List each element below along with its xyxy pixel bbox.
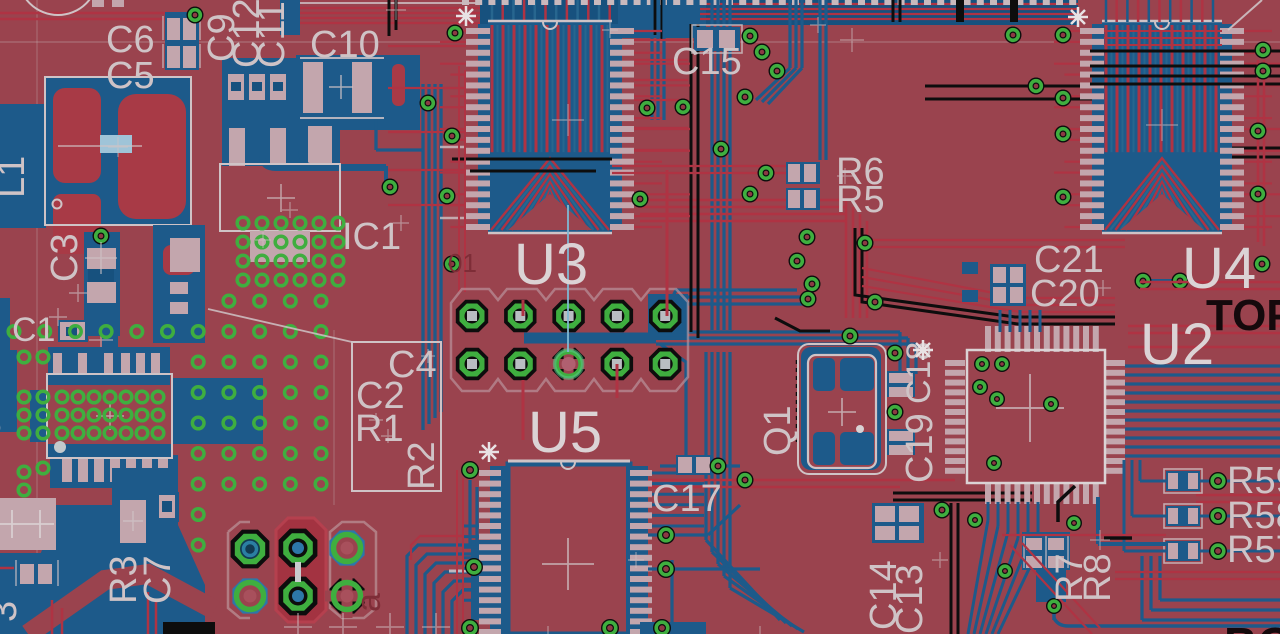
svg-text:C21: C21 bbox=[1034, 239, 1104, 281]
svg-text:L1: L1 bbox=[0, 156, 33, 198]
svg-text:R6: R6 bbox=[836, 151, 885, 193]
svg-text:C7: C7 bbox=[137, 555, 179, 604]
svg-text:R7: R7 bbox=[1049, 553, 1091, 602]
svg-text:C6: C6 bbox=[106, 19, 155, 61]
svg-text:R1: R1 bbox=[355, 408, 404, 450]
svg-text:C5: C5 bbox=[106, 55, 155, 97]
svg-text:C2: C2 bbox=[356, 375, 405, 417]
svg-text:C19: C19 bbox=[899, 413, 941, 483]
svg-text:R59: R59 bbox=[1227, 460, 1280, 502]
svg-text:C1: C1 bbox=[12, 311, 55, 349]
svg-text:TOP: TOP bbox=[1206, 291, 1280, 340]
svg-text:C20: C20 bbox=[1030, 273, 1100, 315]
svg-text:R5: R5 bbox=[836, 179, 885, 221]
svg-text:IC1: IC1 bbox=[342, 216, 401, 258]
svg-text:U1: U1 bbox=[0, 397, 8, 440]
svg-text:C14: C14 bbox=[863, 560, 905, 630]
svg-text:C18: C18 bbox=[900, 342, 938, 404]
svg-text:01: 01 bbox=[448, 248, 477, 278]
svg-text:R3: R3 bbox=[103, 555, 145, 604]
svg-text:C17: C17 bbox=[652, 478, 722, 520]
svg-text:C12: C12 bbox=[226, 0, 268, 68]
svg-text:U5: U5 bbox=[528, 400, 602, 465]
svg-text:3: 3 bbox=[0, 601, 25, 622]
svg-text:BOT: BOT bbox=[1224, 618, 1280, 634]
svg-text:U4: U4 bbox=[1182, 236, 1256, 301]
svg-text:R57: R57 bbox=[1227, 529, 1280, 571]
svg-text:R2: R2 bbox=[401, 441, 443, 490]
svg-text:R8: R8 bbox=[1077, 553, 1119, 602]
svg-text:a: a bbox=[350, 593, 388, 612]
svg-text:C11: C11 bbox=[251, 1, 293, 68]
svg-text:R58: R58 bbox=[1227, 495, 1280, 537]
svg-text:C10: C10 bbox=[310, 24, 380, 66]
svg-text:U2: U2 bbox=[1140, 312, 1214, 377]
svg-text:C9: C9 bbox=[201, 13, 243, 62]
svg-text:C15: C15 bbox=[672, 41, 742, 83]
svg-text:U3: U3 bbox=[514, 232, 588, 297]
svg-text:C3: C3 bbox=[44, 233, 86, 282]
svg-text:Q1: Q1 bbox=[757, 405, 799, 456]
svg-text:C13: C13 bbox=[889, 564, 931, 634]
